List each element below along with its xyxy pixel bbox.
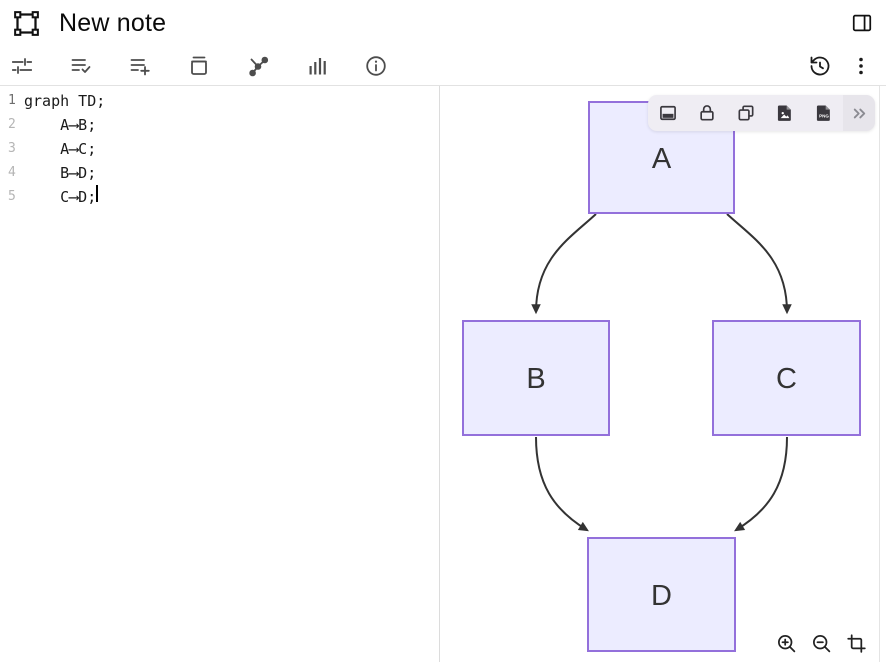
panel-bottom-button[interactable] xyxy=(648,95,687,131)
code-editor[interactable]: 1 graph TD; 2 A⟶B; 3 A⟶C; 4 B⟶D; 5 C⟶D; xyxy=(0,86,440,662)
archive-icon xyxy=(191,56,207,75)
png-export-icon: PNG xyxy=(816,105,830,121)
code-text: graph TD; xyxy=(24,92,106,110)
diagram-floating-toolbar: PNG xyxy=(648,95,875,131)
node-C-box[interactable] xyxy=(712,320,861,436)
zoom-out-icon xyxy=(813,635,831,653)
archive-button[interactable] xyxy=(187,54,211,78)
copy-icon xyxy=(738,105,753,121)
info-button[interactable] xyxy=(364,54,388,78)
editor-line[interactable]: 4 B⟶D; xyxy=(0,161,439,185)
panel-bottom-icon xyxy=(659,105,676,121)
list-check-icon xyxy=(71,58,91,73)
frame-select-icon xyxy=(14,10,39,36)
info-icon xyxy=(366,55,386,76)
zoom-in-button[interactable] xyxy=(776,633,797,654)
node-C[interactable]: C xyxy=(712,320,861,436)
share-graph-button[interactable] xyxy=(246,54,270,78)
toolbar-left-group xyxy=(10,54,808,78)
list-check-button[interactable] xyxy=(69,54,93,78)
node-D-box[interactable] xyxy=(587,537,736,652)
edge-A-B xyxy=(531,213,597,315)
edge-A-C xyxy=(726,213,792,315)
sliders-button[interactable] xyxy=(10,54,34,78)
node-C-label: C xyxy=(776,363,797,395)
editor-line[interactable]: 3 A⟶C; xyxy=(0,137,439,161)
node-A-label: A xyxy=(652,143,672,175)
list-plus-button[interactable] xyxy=(128,54,152,78)
line-number: 5 xyxy=(8,189,16,204)
image-export-icon xyxy=(777,105,791,121)
mermaid-diagram: A B C D xyxy=(462,101,861,652)
editor-line[interactable]: 5 C⟶D; xyxy=(0,185,439,209)
lock-icon xyxy=(699,105,714,121)
bar-chart-icon xyxy=(309,57,326,74)
note-toolbar xyxy=(0,46,886,86)
edge-C-D xyxy=(734,436,788,532)
zoom-in-icon xyxy=(778,635,796,653)
lock-button[interactable] xyxy=(687,95,726,131)
crop-icon xyxy=(847,634,866,653)
page-title: New note xyxy=(59,8,167,37)
text-cursor xyxy=(96,185,98,202)
line-number: 1 xyxy=(8,93,16,108)
zoom-controls xyxy=(776,633,867,654)
code-text: A⟶C; xyxy=(24,140,97,158)
chevrons-right-icon xyxy=(853,108,865,118)
crop-button[interactable] xyxy=(846,633,867,654)
main-split: 1 graph TD; 2 A⟶B; 3 A⟶C; 4 B⟶D; 5 C⟶D; xyxy=(0,86,886,662)
list-plus-icon xyxy=(130,58,150,75)
code-text: A⟶B; xyxy=(24,116,97,134)
edge-B-D xyxy=(535,436,589,532)
title-bar: New note xyxy=(0,0,886,46)
diagram-preview-pane[interactable]: A B C D xyxy=(440,86,886,662)
kebab-menu-icon xyxy=(859,57,863,74)
line-number: 2 xyxy=(8,117,16,132)
sliders-icon xyxy=(12,57,32,74)
code-text: C⟶D; xyxy=(24,188,97,206)
png-export-button[interactable]: PNG xyxy=(804,95,843,131)
png-badge-text: PNG xyxy=(819,114,829,119)
history-button[interactable] xyxy=(808,54,832,78)
line-number: 3 xyxy=(8,141,16,156)
kebab-menu-button[interactable] xyxy=(849,54,873,78)
history-icon xyxy=(810,56,830,75)
share-graph-icon xyxy=(249,56,269,76)
image-export-button[interactable] xyxy=(765,95,804,131)
copy-button[interactable] xyxy=(726,95,765,131)
node-B-label: B xyxy=(526,363,545,395)
node-D[interactable]: D xyxy=(587,537,736,652)
node-D-label: D xyxy=(651,580,672,612)
editor-line[interactable]: 2 A⟶B; xyxy=(0,113,439,137)
node-B-box[interactable] xyxy=(462,320,610,436)
zoom-out-button[interactable] xyxy=(811,633,832,654)
toolbar-right-group xyxy=(808,54,873,78)
line-number: 4 xyxy=(8,165,16,180)
editor-line[interactable]: 1 graph TD; xyxy=(0,89,439,113)
node-B[interactable]: B xyxy=(462,320,610,436)
code-text: B⟶D; xyxy=(24,164,97,182)
panel-right-icon[interactable] xyxy=(851,12,873,34)
chevrons-right-button[interactable] xyxy=(843,95,875,131)
bar-chart-button[interactable] xyxy=(305,54,329,78)
preview-scrollbar[interactable] xyxy=(879,86,880,662)
